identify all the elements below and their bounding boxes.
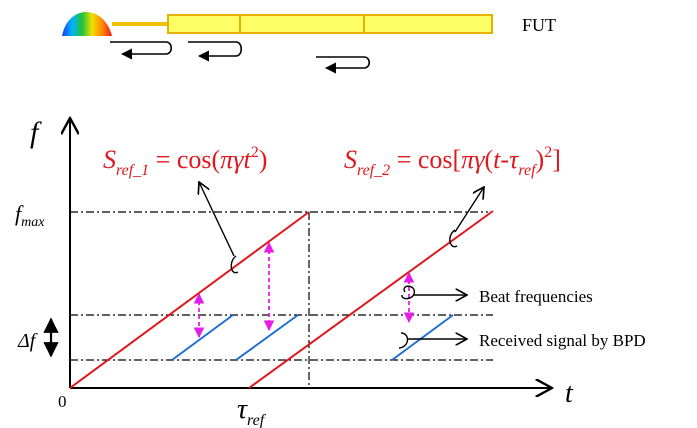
received-signals [171, 314, 454, 361]
received-loop-icon [398, 332, 409, 349]
y-axis-label: f [30, 116, 42, 149]
reflection-arrow-1 [110, 41, 173, 60]
laser-spectrum-icon [62, 12, 112, 36]
eq2-pointer [454, 187, 484, 233]
beat-loop-icon [401, 285, 415, 300]
origin-label: 0 [58, 392, 67, 411]
x-axis-label: t [565, 378, 574, 409]
reflection-arrow-3 [316, 56, 371, 74]
reflection-arrow-2 [188, 41, 243, 62]
tau-ref-label: τref [237, 394, 267, 428]
fut-label: FUT [522, 15, 556, 35]
beat-arrows [193, 241, 415, 339]
reference-sweeps [69, 210, 494, 389]
callouts [199, 182, 484, 349]
eq1-loop-icon [230, 255, 239, 274]
fiber-under-test [167, 14, 493, 34]
fiber-setup: FUT [62, 12, 556, 74]
guide-lines [70, 211, 493, 388]
fmax-label: fmax [15, 201, 45, 230]
delta-f-label: Δf [17, 330, 38, 352]
equation-ref-1: Sref_1 = cos(πγt2) [103, 144, 267, 179]
received-segment-1 [171, 314, 234, 361]
equation-ref-2: Sref_2 = cos[πγ(t-τref)2] [344, 144, 561, 179]
ref-sweep-2 [248, 210, 494, 389]
axes: f t 0 fmax Δf τref [15, 116, 574, 428]
beat-frequencies-label: Beat frequencies [479, 287, 593, 306]
ref-sweep-1 [69, 211, 310, 389]
received-segment-2 [235, 314, 299, 361]
eq2-loop-icon [449, 229, 458, 248]
received-signal-label: Received signal by BPD [479, 331, 646, 350]
eq1-pointer [199, 182, 235, 257]
received-segment-3 [391, 314, 454, 361]
